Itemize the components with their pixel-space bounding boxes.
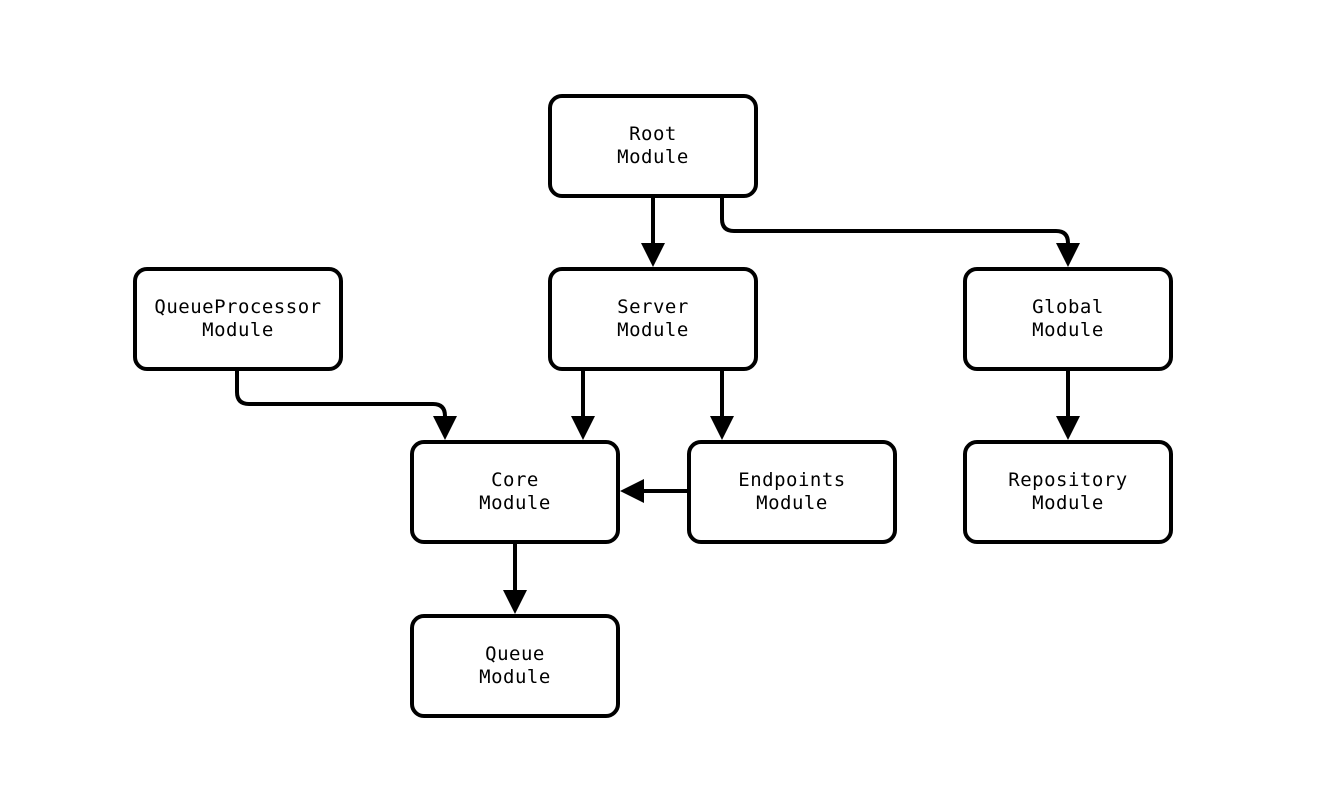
node-label-line-2: Module: [479, 666, 551, 688]
edge-server-to-endpoints: [710, 371, 734, 440]
node-label-line-1: Global: [1032, 296, 1104, 318]
node-label-line-1: Repository: [1008, 469, 1128, 491]
node-label-line-1: Root: [629, 123, 677, 145]
node-label-line-1: Queue: [485, 643, 545, 665]
node-label-line-1: Core: [491, 469, 539, 491]
edge-global-to-repository: [1056, 371, 1080, 440]
node-label-line-2: Module: [617, 146, 689, 168]
edge-endpoints-to-core: [620, 479, 687, 503]
edge-server-to-core: [571, 371, 595, 440]
edge-root-to-server: [641, 198, 665, 267]
node-label-line-1: Endpoints: [738, 469, 846, 491]
node-label-line-2: Module: [479, 492, 551, 514]
node-label-line-2: Module: [1032, 492, 1104, 514]
edge-queueprocessor-to-core: [235, 371, 457, 440]
edge-core-to-queue: [503, 544, 527, 614]
node-label-line-1: QueueProcessor: [154, 296, 322, 318]
node-label-line-2: Module: [1032, 319, 1104, 341]
node-label-line-2: Module: [202, 319, 274, 341]
node-label-line-2: Module: [617, 319, 689, 341]
node-label-line-1: Server: [617, 296, 689, 318]
edge-root-to-global: [720, 198, 1080, 267]
node-label-line-2: Module: [756, 492, 828, 514]
